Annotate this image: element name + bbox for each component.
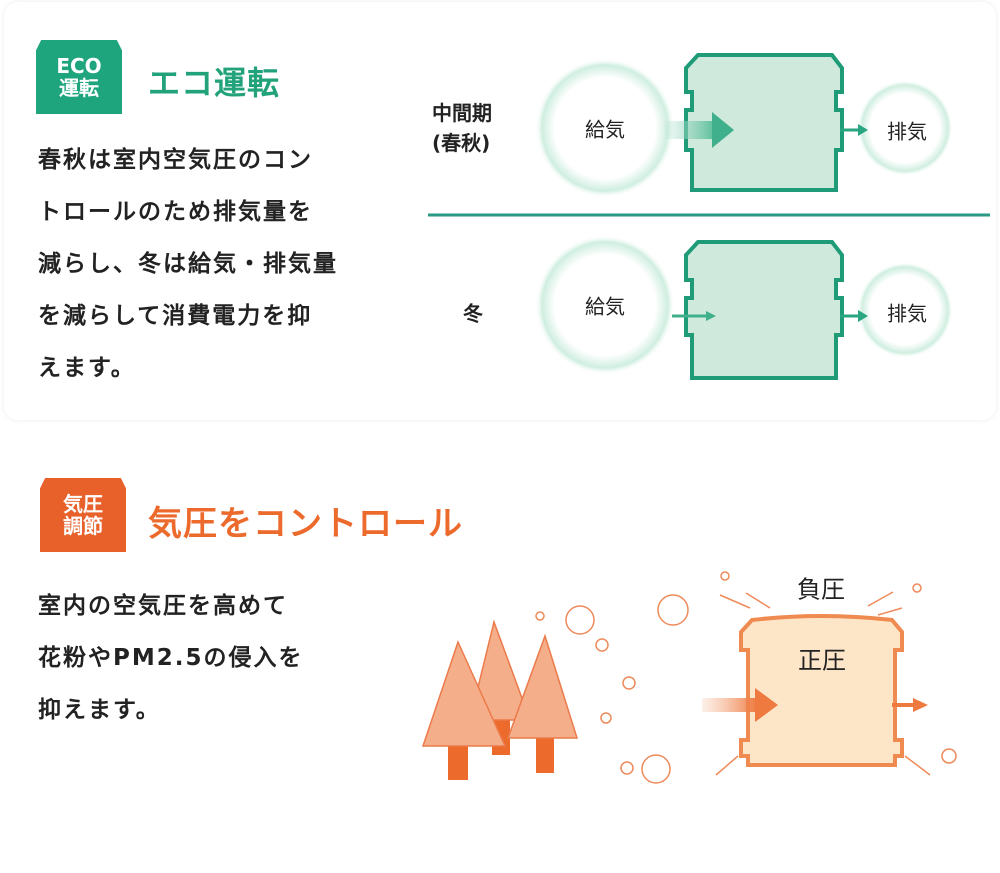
pressure-badge-line2: 調節 (63, 514, 103, 538)
negative-pressure-label: 負圧 (797, 575, 845, 604)
row1-label-line1: 中間期 (432, 101, 492, 125)
row-midseason (535, 53, 953, 198)
pressure-body-line: 抑えます。 (38, 697, 161, 723)
supply-label: 給気 (585, 117, 625, 142)
row1-label: 中間期 (春秋) (432, 98, 492, 158)
supply-arrow (664, 121, 714, 139)
eco-body-line: 春秋は室内空気圧のコン (38, 147, 313, 173)
pressure-badge-line1: 気圧 (63, 492, 103, 516)
pressure-body-line: 花粉やPM2.5の侵入を (38, 645, 304, 671)
eco-title: エコ運転 (148, 64, 281, 102)
eco-body: 春秋は室内空気圧のコン トロールのため排気量を 減らし、冬は給気・排気量 を減ら… (38, 134, 338, 394)
eco-badge-line2: 運転 (59, 76, 99, 100)
house-shape (684, 53, 844, 192)
exhaust-circle (857, 262, 953, 358)
pressure-diagram (421, 571, 957, 784)
eco-body-line: えます。 (38, 355, 136, 381)
pressure-body: 室内の空気圧を高めて 花粉やPM2.5の侵入を 抑えます。 (38, 580, 304, 736)
trees-icon (421, 619, 579, 780)
eco-badge-line1: ECO (56, 54, 102, 78)
supply-circle (535, 235, 675, 375)
row-winter (535, 235, 953, 380)
pressure-title: 気圧をコントロール (148, 504, 463, 544)
eco-badge: ECO 運転 (36, 40, 122, 114)
pollen-icons (535, 571, 957, 784)
pressure-arrows-icon (715, 591, 931, 776)
exhaust-label: 排気 (887, 119, 927, 144)
exhaust-circle (857, 80, 953, 176)
inflow-arrow (702, 698, 757, 712)
pressure-body-line: 室内の空気圧を高めて (38, 593, 288, 619)
supply-label: 給気 (585, 294, 625, 319)
eco-body-line: を減らして消費電力を抑 (38, 303, 313, 329)
house-shape (739, 614, 904, 767)
house-shape (684, 240, 844, 380)
positive-pressure-label: 正圧 (798, 646, 846, 675)
eco-body-line: 減らし、冬は給気・排気量 (38, 251, 338, 277)
exhaust-label: 排気 (887, 301, 927, 326)
row1-label-line2: (春秋) (432, 131, 491, 155)
supply-circle (535, 58, 675, 198)
row2-label: 冬 (463, 301, 483, 326)
eco-diagram (428, 53, 990, 380)
eco-body-line: トロールのため排気量を (38, 199, 313, 225)
pressure-badge: 気圧 調節 (40, 478, 126, 552)
